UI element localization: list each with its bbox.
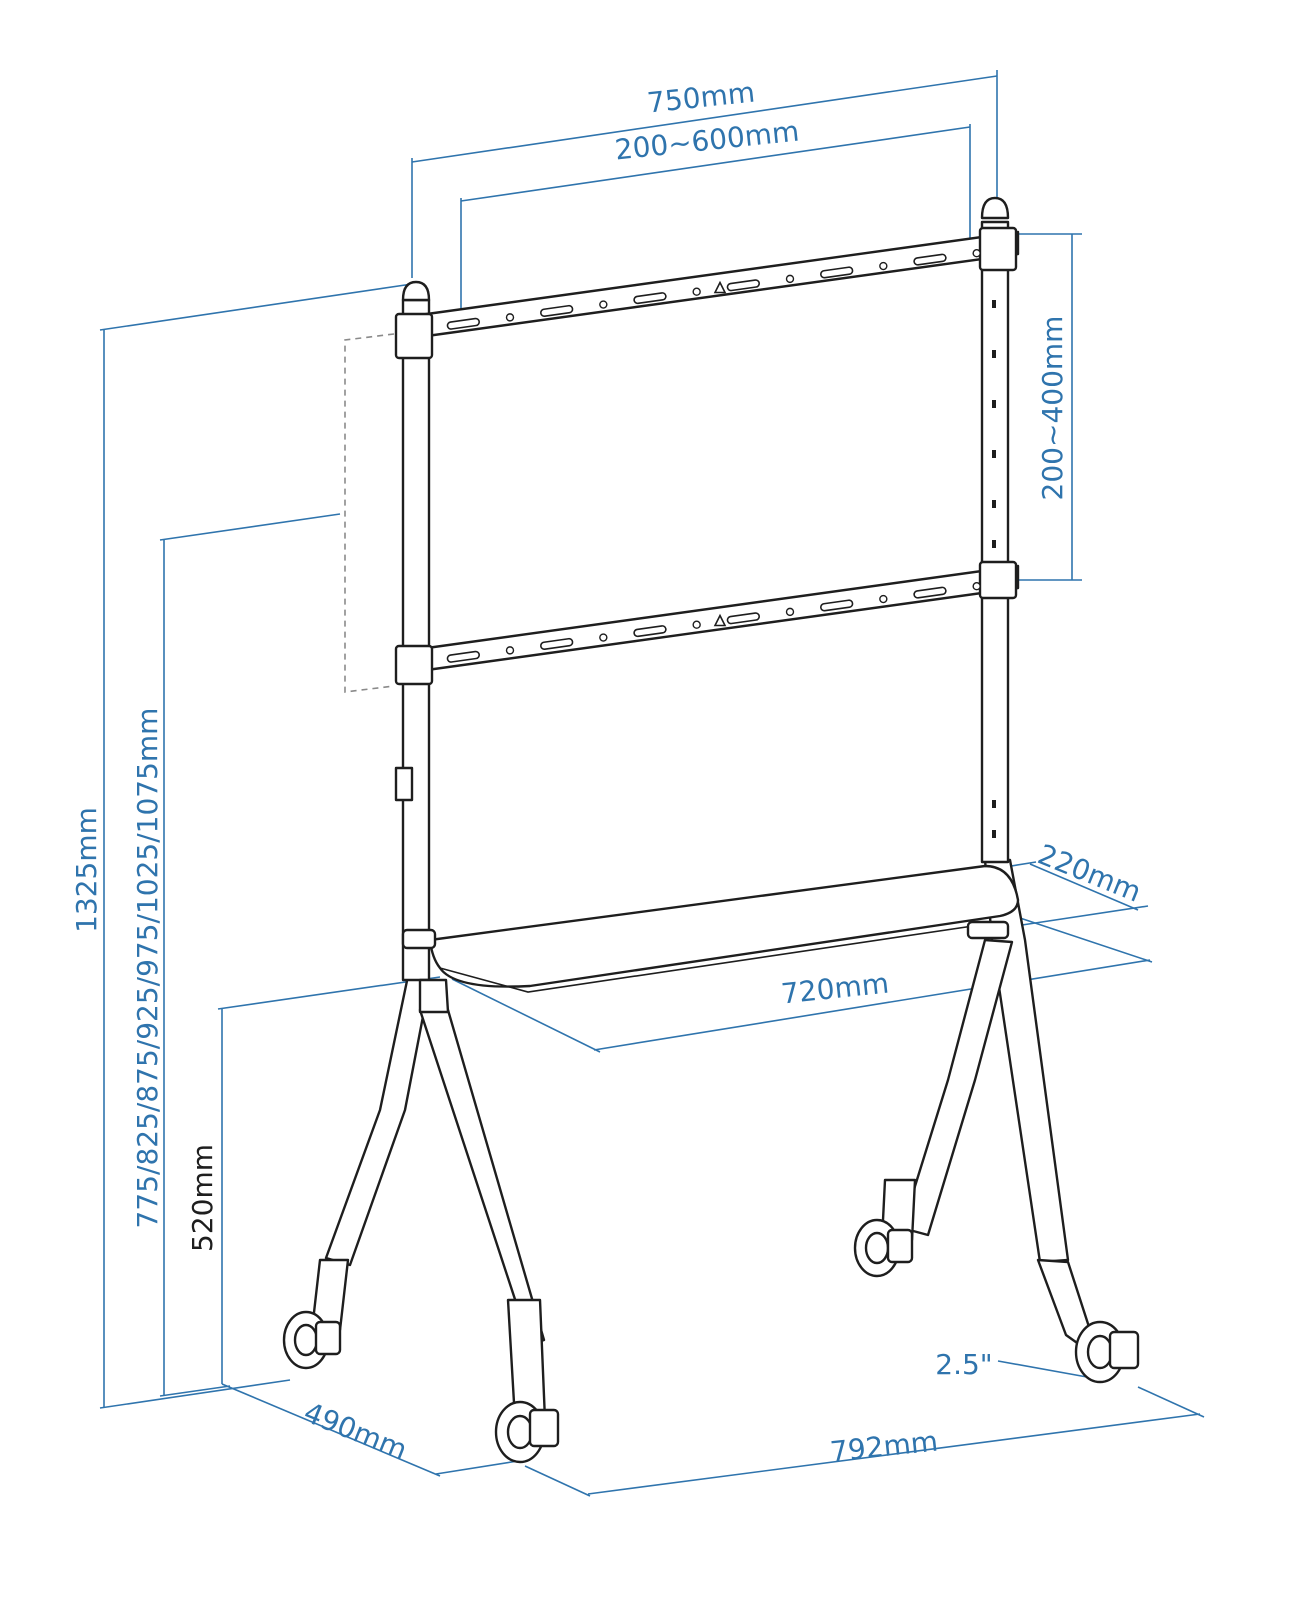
right-post-holes — [992, 300, 996, 838]
label-vesa-vertical: 200~400mm — [1036, 316, 1069, 501]
rail-hole — [599, 300, 608, 309]
label-shelf-height: 520mm — [186, 1144, 219, 1252]
top-mount-rail — [394, 226, 1020, 360]
rail-slot — [726, 279, 761, 292]
rail-slot — [819, 266, 854, 279]
label-base-width: 792mm — [829, 1424, 940, 1468]
rail-slot — [633, 625, 667, 638]
rail-slot — [913, 586, 947, 599]
dimension-labels: 750mm 200~600mm 200~400mm 1325mm 775/825… — [70, 75, 1146, 1468]
upright-posts — [394, 196, 1010, 982]
label-base-depth: 490mm — [299, 1396, 411, 1467]
rail-hole — [505, 313, 515, 322]
rail-up-arrow-icon — [713, 280, 727, 294]
rail-slot — [913, 253, 947, 266]
rail-slot — [726, 612, 761, 625]
rail-hole — [972, 249, 981, 258]
shelf — [401, 864, 1020, 993]
caster-rear-right — [853, 1218, 914, 1278]
rail-slot — [446, 317, 481, 330]
label-vesa-horizontal: 200~600mm — [613, 114, 800, 166]
left-post — [401, 298, 431, 982]
rail-hole — [785, 607, 795, 617]
rail-slot — [819, 599, 854, 612]
label-total-height: 1325mm — [70, 807, 103, 933]
caster-front-left — [494, 1400, 560, 1464]
caster-rear-left — [282, 1310, 342, 1370]
rail-hole — [599, 633, 608, 642]
rail-hole — [785, 274, 795, 284]
casters — [282, 1218, 1140, 1464]
rail-slot — [539, 304, 574, 317]
label-center-height: 775/825/875/925/975/1025/1075mm — [131, 708, 164, 1229]
label-bracket-width: 750mm — [646, 75, 757, 119]
label-shelf-depth: 220mm — [1033, 838, 1145, 909]
rail-up-arrow-icon — [713, 613, 727, 627]
rail-slot — [539, 637, 574, 650]
dimension-lines — [99, 70, 1205, 1497]
bottom-mount-rail — [394, 560, 1020, 686]
rail-hole — [972, 582, 981, 591]
rail-hole — [692, 620, 701, 629]
rail-hole — [505, 646, 515, 655]
rail-hole — [692, 287, 701, 296]
cable-clip — [394, 766, 414, 802]
caster-front-right — [1074, 1320, 1140, 1384]
rear-legs — [324, 858, 1070, 1267]
rail-slot — [633, 292, 667, 305]
label-caster-size: 2.5" — [935, 1348, 992, 1381]
rail-hole — [879, 594, 888, 604]
rail-hole — [879, 261, 888, 271]
hidden-outline — [344, 333, 395, 693]
rail-slot — [446, 650, 481, 663]
